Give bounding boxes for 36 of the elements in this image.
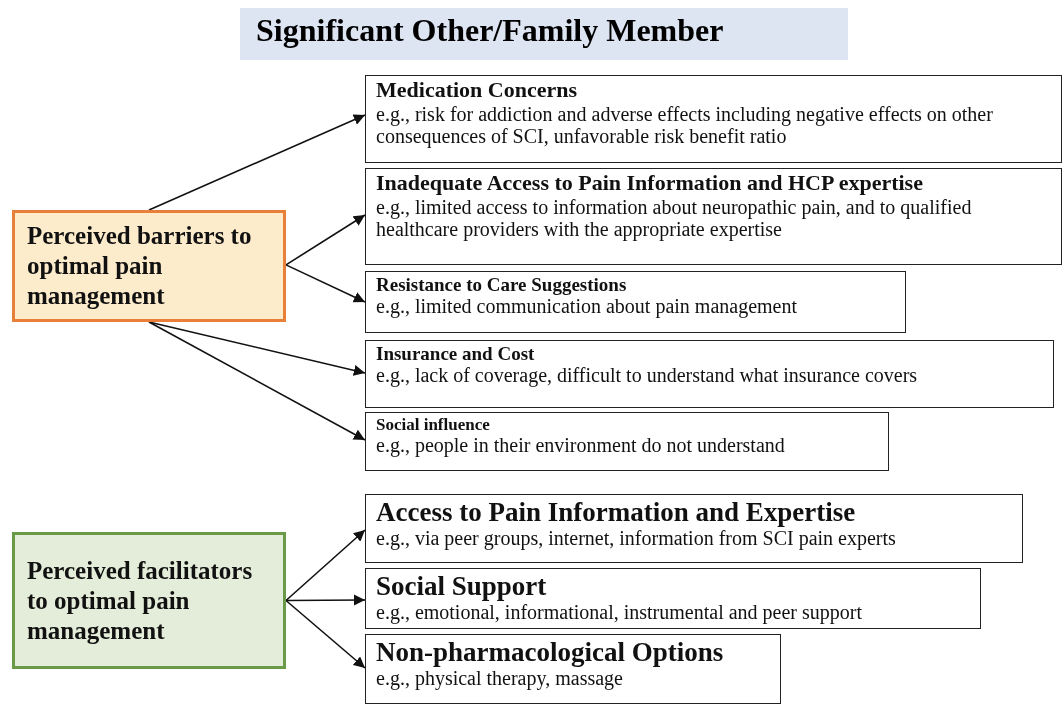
- theme-heading: Medication Concerns: [376, 78, 579, 103]
- theme-box: [365, 168, 1062, 265]
- theme-heading: Insurance and Cost: [376, 343, 536, 365]
- theme-heading: Resistance to Care Suggestions: [376, 274, 628, 296]
- arrow: [285, 529, 366, 602]
- theme-box: [365, 494, 1023, 563]
- theme-box: [365, 271, 906, 333]
- theme-description: e.g., limited communication about pain management: [376, 295, 798, 318]
- theme-heading: Inadequate Access to Pain Information and HCP expertise: [376, 171, 924, 196]
- theme-box: [365, 340, 1054, 408]
- theme-box: [365, 75, 1062, 163]
- theme-heading: Social Support: [376, 571, 548, 602]
- theme-description: e.g., limited access to information about neuropathic pain, and to qualified healthcare providers with the appropriate expertise: [376, 195, 973, 241]
- category-label: Perceived facilitators to optimal pain management: [27, 555, 254, 646]
- theme-description: e.g., physical therapy, massage: [376, 667, 624, 690]
- theme-heading: Access to Pain Information and Expertise: [376, 497, 857, 528]
- theme-description: e.g., emotional, informational, instrumental and peer support: [376, 601, 863, 624]
- arrow: [285, 599, 366, 669]
- theme-box: [365, 568, 981, 629]
- title-banner: Significant Other/Family Member: [240, 8, 848, 60]
- theme-box: [365, 634, 781, 704]
- arrow: [285, 594, 366, 606]
- arrow: [285, 264, 366, 303]
- arrow: [148, 114, 366, 211]
- theme-heading: Non-pharmacological Options: [376, 637, 725, 668]
- theme-heading: Social influence: [376, 415, 491, 435]
- theme-box: [365, 412, 889, 471]
- theme-description: e.g., people in their environment do not understand: [376, 434, 786, 457]
- theme-description: e.g., lack of coverage, difficult to understand what insurance covers: [376, 364, 919, 387]
- category-box: [12, 532, 286, 669]
- category-box: [12, 210, 286, 322]
- arrow: [285, 214, 366, 266]
- theme-description: e.g., risk for addiction and adverse effects including negative effects on other consequences of SCI, unfavorable risk benefit ratio: [376, 102, 994, 148]
- theme-description: e.g., via peer groups, internet, information from SCI pain experts: [376, 527, 897, 550]
- category-label: Perceived barriers to optimal pain management: [27, 221, 253, 311]
- arrow: [148, 321, 366, 441]
